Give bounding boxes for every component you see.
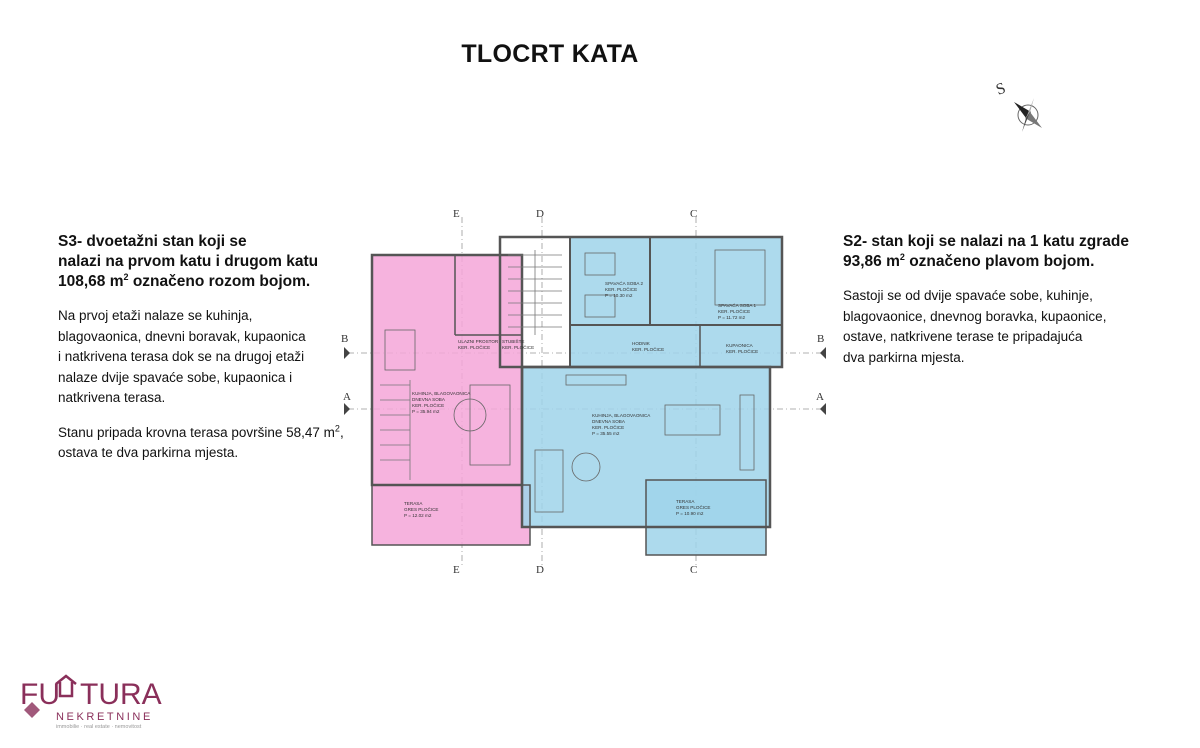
apartment-s2-area <box>522 237 782 555</box>
page-title: TLOCRT KATA <box>461 40 639 68</box>
logo-subtitle: NEKRETNINE <box>56 711 153 723</box>
compass-icon: S <box>994 80 1042 132</box>
room-label-kuhinja: KUHINJA, BLAGOVAONICA <box>412 391 471 396</box>
roof-terrace-text: Stanu pripada krovna terasa površine 58,… <box>58 424 335 440</box>
paragraph-line: i natkrivena terasa dok se na drugoj eta… <box>58 349 305 364</box>
area-exponent: 2 <box>899 251 905 262</box>
room-label-terasa-s3: TERASA <box>404 501 423 506</box>
section-label-b-right: B <box>817 333 824 345</box>
logo-tagline: immobilie · real estate · nemovitost <box>56 724 142 730</box>
room-area-kuhinja-s2: P = 35.55 m2 <box>592 431 620 436</box>
floor-plan: E D C E D C B B A A <box>341 208 826 576</box>
section-label-e-top: E <box>453 208 460 220</box>
room-label-kuhinja: KER. PLOČICE <box>412 402 444 408</box>
apartment-s2-description: S2- stan koji se nalazi na 1 katu zgrade… <box>843 232 1173 368</box>
room-area-terasa-s2: P = 10.90 m2 <box>676 511 704 516</box>
compass-letter: S <box>994 80 1008 99</box>
paragraph-line: ostave, natkrivene terase te pripadajuća <box>843 329 1083 344</box>
apartment-s3-description: S3- dvoetažni stan koji se nalazi na prv… <box>58 232 368 464</box>
room-label-spavaca1: KER. PLOČICE <box>718 308 750 314</box>
area-value: 93,86 m <box>843 253 900 270</box>
section-label-d-top: D <box>536 208 544 220</box>
section-label-d-bottom: D <box>536 564 544 576</box>
room-label-ulaz: KER. PLOČICE <box>458 344 490 350</box>
heading-line: S3- dvoetažni stan koji se <box>58 233 247 250</box>
section-label-c-top: C <box>690 208 697 220</box>
heading-line: S2- stan koji se nalazi na 1 katu zgrade <box>843 233 1129 250</box>
room-label-hodnik: KER. PLOČICE <box>632 346 664 352</box>
logo-house-icon <box>55 674 77 698</box>
room-label-kuhinja-s2: KER. PLOČICE <box>592 424 624 430</box>
room-label-terasa-s3: GRES PLOČICE <box>404 506 438 512</box>
comma: , <box>339 424 344 440</box>
heading-area-line: 93,86 m2 označeno plavom bojom. <box>843 252 1173 272</box>
room-label-spavaca2: KER. PLOČICE <box>605 286 637 292</box>
paragraph-line: natkrivena terasa. <box>58 390 166 405</box>
room-label-kuhinja-s2: KUHINJA, BLAGOVAONICA <box>592 413 651 418</box>
paragraph-line: ostava te dva parkirna mjesta. <box>58 445 239 460</box>
paragraph-line: Na prvoj etaži nalaze se kuhinja, <box>58 308 253 323</box>
room-area-spavaca1: P = 11.72 m2 <box>718 315 745 320</box>
section-label-a-left: A <box>343 391 351 403</box>
room-label-terasa-s2: TERASA <box>676 499 695 504</box>
room-label-stubiste: KER. PLOČICE <box>502 344 534 350</box>
room-label-kuhinja: DNEVNA SOBA <box>412 397 446 402</box>
logo-name-part2: TURA <box>80 678 162 711</box>
area-exponent: 2 <box>123 271 129 282</box>
room-area-spavaca2: P = 10.30 m2 <box>605 293 633 298</box>
section-label-a-right: A <box>816 391 824 403</box>
logo-name-part1: FU <box>20 678 60 711</box>
room-label-hodnik: HODNIK <box>632 341 651 346</box>
area-rest: označeno plavom bojom. <box>904 253 1095 270</box>
paragraph-line: dva parkirna mjesta. <box>843 349 965 365</box>
room-label-kuhinja-s2: DNEVNA SOBA <box>592 419 626 424</box>
futura-logo: FU TURA NEKRETNINE immobilie · real esta… <box>20 674 162 730</box>
area-exponent: 2 <box>334 423 340 433</box>
apartment-s2-paragraph: Sastoji se od dvije spavaće sobe, kuhinj… <box>843 286 1173 368</box>
section-label-e-bottom: E <box>453 564 460 576</box>
apartment-s2-heading: S2- stan koji se nalazi na 1 katu zgrade… <box>843 232 1173 272</box>
room-label-stubiste: STUBIŠTE <box>502 338 524 344</box>
paragraph-line: blagovaonice, dnevnog boravka, kupaonice… <box>843 308 1107 324</box>
room-area-kuhinja: P = 35.94 m2 <box>412 409 440 414</box>
room-area-terasa-s3: P = 12.02 m2 <box>404 513 432 518</box>
paragraph-line: Stanu pripada krovna terasa površine 58,… <box>58 423 368 444</box>
apartment-s3-paragraph: Na prvoj etaži nalaze se kuhinja, blagov… <box>58 306 368 409</box>
room-label-ulaz: ULAZNI PROSTOR <box>458 339 499 344</box>
room-label-spavaca2: SPAVAĆA SOBA 2 <box>605 280 643 286</box>
section-label-b-left: B <box>341 333 348 345</box>
area-value: 108,68 m <box>58 273 124 290</box>
heading-line: nalazi na prvom katu i drugom katu <box>58 253 319 270</box>
room-label-spavaca1: SPAVAĆA SOBA 1 <box>718 302 756 308</box>
room-label-terasa-s2: GRES PLOČICE <box>676 504 710 510</box>
paragraph-line: nalaze dvije spavaće sobe, kupaonica i <box>58 369 293 385</box>
section-label-c-bottom: C <box>690 564 697 576</box>
paragraph-line: Sastoji se od dvije spavaće sobe, kuhinj… <box>843 288 1093 303</box>
room-label-kupaonica: KUPAONICA <box>726 343 754 348</box>
heading-area-line: 108,68 m2 označeno rozom bojom. <box>58 272 368 292</box>
apartment-s3-extra: Stanu pripada krovna terasa površine 58,… <box>58 423 368 464</box>
room-label-kupaonica: KER. PLOČICE <box>726 348 758 354</box>
paragraph-line: blagovaonica, dnevni boravak, kupaonica <box>58 328 306 344</box>
area-rest: označeno rozom bojom. <box>128 273 311 290</box>
apartment-s3-heading: S3- dvoetažni stan koji se nalazi na prv… <box>58 232 368 292</box>
